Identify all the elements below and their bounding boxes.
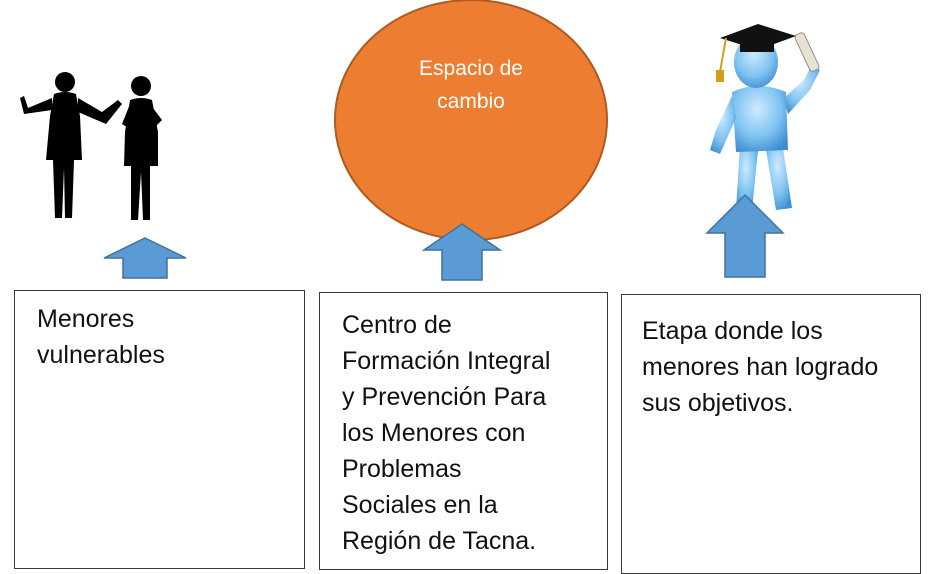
stage-box-text: Etapa donde los menores han logrado sus … — [642, 317, 879, 417]
up-arrow-3 — [705, 193, 785, 278]
stage-box-vulnerable-minors: Menores vulnerables — [14, 290, 305, 569]
ellipse-label: Espacio de cambio — [419, 57, 523, 113]
up-arrow-2 — [421, 223, 503, 281]
stage-box-training-center: Centro de Formación Integral y Prevenció… — [319, 292, 608, 570]
stage-box-text: Menores vulnerables — [37, 305, 165, 369]
children-silhouette-icon — [20, 72, 162, 220]
up-arrow-1 — [103, 237, 187, 279]
change-space-ellipse — [334, 0, 608, 241]
graduate-figure-icon — [710, 24, 820, 210]
stage-box-goals-achieved: Etapa donde los menores han logrado sus … — [621, 294, 921, 574]
stage-box-text: Centro de Formación Integral y Prevenció… — [342, 311, 551, 555]
